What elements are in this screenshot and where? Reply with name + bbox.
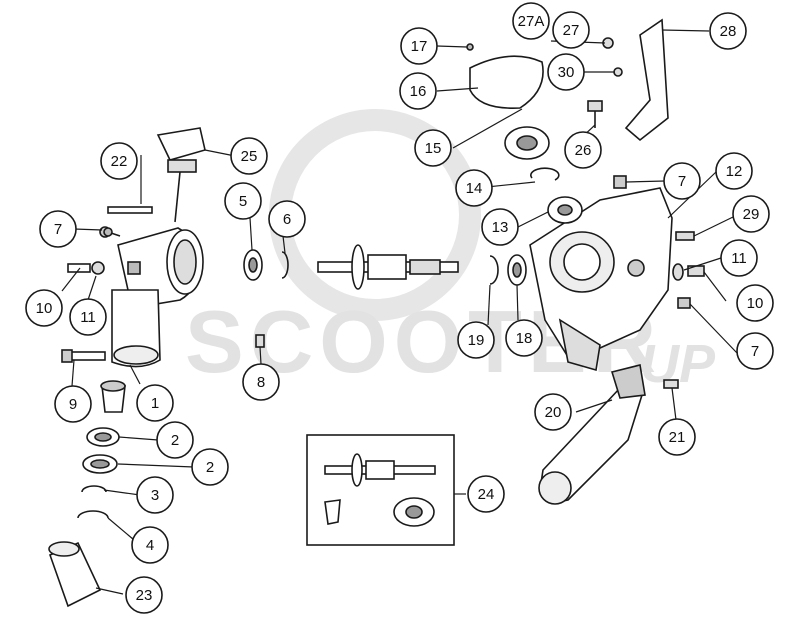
circlip-3 [81,485,107,493]
callout-15: 15 [414,129,452,167]
callout-4-label: 4 [146,537,154,554]
bracket-28 [624,18,669,142]
callout-27a: 27A [512,2,550,40]
circlip-14 [530,167,560,181]
knob-25 [156,127,206,161]
callout-28-label: 28 [720,23,737,40]
callout-28: 28 [709,12,747,50]
callout-25: 25 [230,137,268,175]
callout-30-label: 30 [558,64,575,81]
callout-14: 14 [455,169,493,207]
callout-19-label: 19 [468,332,485,349]
callout-3-label: 3 [151,487,159,504]
bolt-9 [69,351,106,361]
callout-20-label: 20 [545,404,562,421]
callout-19: 19 [457,321,495,359]
circlip-19 [489,255,499,285]
screw-7-left [103,227,113,237]
bolt-10-left [67,263,91,273]
callout-24: 24 [467,475,505,513]
circlip-4 [77,510,109,519]
callout-21: 21 [658,418,696,456]
callout-13-label: 13 [492,219,509,236]
circlip-6 [281,251,289,279]
right-assembly [466,18,705,505]
callout-27: 27 [552,11,590,49]
callout-11a: 11 [69,298,107,336]
callout-7a: 7 [39,210,77,248]
strip-22 [107,206,153,214]
callout-8: 8 [242,363,280,401]
callout-7b-label: 7 [678,173,686,190]
callout-16: 16 [399,72,437,110]
callout-2b-label: 2 [206,459,214,476]
callout-22-label: 22 [111,153,128,170]
callout-4: 4 [131,526,169,564]
callout-1-label: 1 [151,395,159,412]
callout-10a-label: 10 [36,300,53,317]
callout-26: 26 [564,131,602,169]
callout-6: 6 [268,200,306,238]
callout-1: 1 [136,384,174,422]
callout-25-label: 25 [241,148,258,165]
kit-box-24 [306,434,455,546]
callout-27-label: 27 [563,22,580,39]
callout-29: 29 [732,195,770,233]
callout-13: 13 [481,208,519,246]
callout-24-label: 24 [478,486,495,503]
callout-10a: 10 [25,289,63,327]
callout-7c-label: 7 [751,343,759,360]
callout-7a-label: 7 [54,221,62,238]
callout-15-label: 15 [425,140,442,157]
callout-18: 18 [505,319,543,357]
callout-3: 3 [136,476,174,514]
drive-shaft [317,244,459,290]
callout-12-label: 12 [726,163,743,180]
callout-16-label: 16 [410,83,427,100]
callout-17-label: 17 [411,38,428,55]
cover-16 [469,55,544,109]
callout-10b-label: 10 [747,295,764,312]
callout-27a-label: 27A [518,13,545,30]
callout-11b: 11 [720,239,758,277]
callout-5-label: 5 [239,193,247,210]
left-assembly [48,127,289,608]
callout-12: 12 [715,152,753,190]
callout-7b: 7 [663,162,701,200]
callout-18-label: 18 [516,330,533,347]
callout-2a: 2 [156,421,194,459]
callout-29-label: 29 [743,206,760,223]
callout-2a-label: 2 [171,432,179,449]
callout-14-label: 14 [466,180,483,197]
callout-30: 30 [547,53,585,91]
callout-11b-label: 11 [731,250,747,267]
callout-6-label: 6 [283,211,291,228]
callout-26-label: 26 [575,142,592,159]
callout-2b: 2 [191,448,229,486]
callout-17: 17 [400,27,438,65]
callout-7c: 7 [736,332,774,370]
callout-8-label: 8 [257,374,265,391]
bearing-18 [507,254,527,286]
callout-10b: 10 [736,284,774,322]
screw-8 [255,334,265,348]
callout-9-label: 9 [69,396,77,413]
callout-9: 9 [54,385,92,423]
callout-20: 20 [534,393,572,431]
callout-22: 22 [100,142,138,180]
callout-5: 5 [224,182,262,220]
callout-21-label: 21 [669,429,686,446]
callout-11a-label: 11 [80,309,96,326]
callouts: 1 2 2 3 4 5 6 7 7 7 8 9 10 10 11 11 12 1… [25,2,774,614]
callout-23: 23 [125,576,163,614]
callout-23-label: 23 [136,587,153,604]
